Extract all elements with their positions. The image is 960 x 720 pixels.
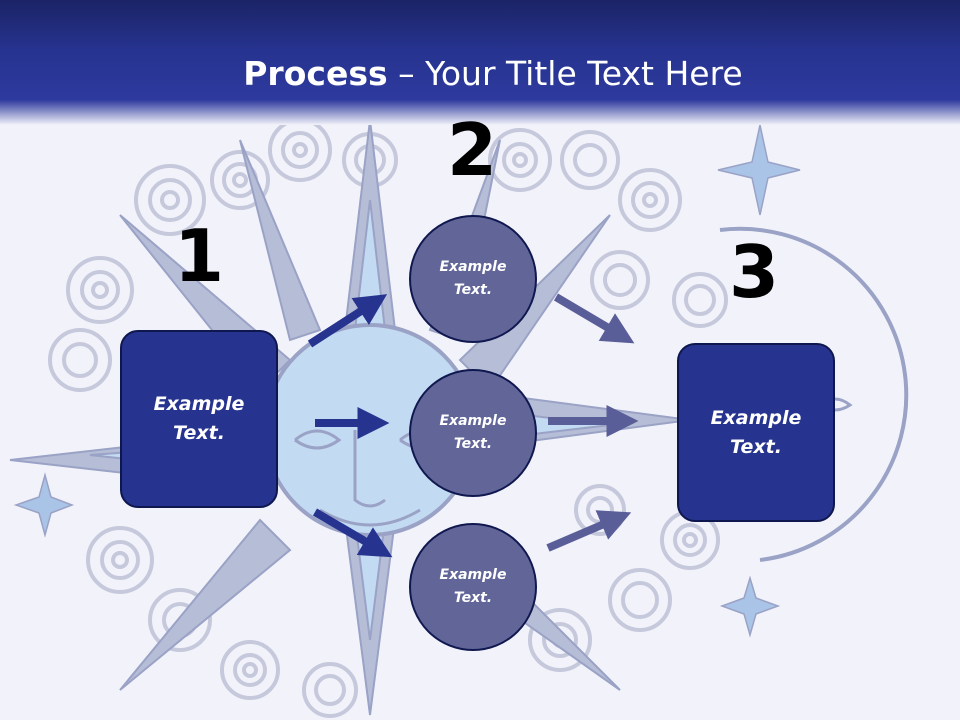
- title-bold: Process: [243, 54, 388, 93]
- title-rest: – Your Title Text Here: [387, 54, 743, 93]
- slide-title: Process – Your Title Text Here: [0, 52, 960, 96]
- circle-middle-text: Example Text.: [439, 413, 507, 452]
- circle-bottom-text: Example Text.: [439, 567, 507, 606]
- title-bar: [0, 0, 960, 125]
- step-3-text: Example Text.: [710, 406, 802, 458]
- step-2-circle-top: Example Text.: [409, 215, 537, 343]
- arrow-box1-to-circle3: [312, 508, 393, 558]
- step-number-3: 3: [728, 230, 780, 314]
- step-1-text: Example Text.: [153, 393, 245, 444]
- step-2-circle-bottom: Example Text.: [409, 523, 537, 651]
- arrow-box1-to-circle1: [307, 294, 388, 348]
- arrow-circle3-to-box3: [546, 510, 632, 552]
- arrow-circle1-to-box3: [553, 293, 635, 344]
- step-number-1: 1: [173, 214, 225, 298]
- circle-top-text: Example Text.: [439, 259, 507, 298]
- step-3-box: Example Text.: [677, 343, 835, 522]
- step-number-2: 2: [446, 108, 498, 192]
- step-2-circle-middle: Example Text.: [409, 369, 537, 497]
- step-1-box: Example Text.: [120, 330, 278, 508]
